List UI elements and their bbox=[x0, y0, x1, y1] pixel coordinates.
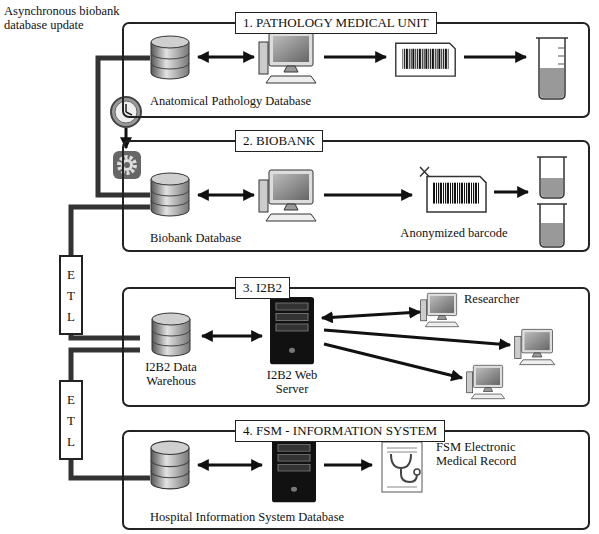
database-icon bbox=[151, 312, 191, 357]
data-flow-line bbox=[71, 350, 140, 380]
arrow bbox=[494, 191, 528, 194]
database-icon bbox=[150, 35, 190, 80]
node-label: Biobank Database bbox=[150, 231, 241, 245]
etl-box: E T L bbox=[59, 255, 83, 335]
etl-label: E T L bbox=[65, 389, 78, 452]
data-flow-line bbox=[98, 58, 150, 195]
computer-icon bbox=[421, 293, 459, 326]
clock-icon bbox=[111, 97, 141, 127]
arrow bbox=[324, 344, 462, 378]
node-label: Hospital Information System Database bbox=[150, 510, 344, 524]
gear-icon bbox=[113, 151, 141, 179]
database-icon bbox=[152, 313, 190, 356]
node-label: FSM Electronic Medical Record bbox=[436, 440, 528, 468]
server-icon: I2B2 Web Server bbox=[262, 296, 322, 396]
unit-panel: 4. FSM - INFORMATION SYSTEMHospital Info… bbox=[122, 430, 590, 530]
database-icon bbox=[151, 441, 189, 489]
beaker-icon bbox=[537, 157, 567, 198]
etl-label: E T L bbox=[65, 264, 78, 327]
data-flow-line bbox=[71, 460, 150, 478]
double-arrow bbox=[198, 194, 254, 197]
node-label: Anonymized barcode bbox=[400, 226, 507, 240]
panel-heading: 1. PATHOLOGY MEDICAL UNIT bbox=[235, 12, 437, 34]
barcode-icon bbox=[420, 167, 486, 212]
node-label: Anatomical Pathology Database bbox=[150, 94, 311, 108]
double-arrow bbox=[198, 56, 254, 59]
unit-panel: 2. BIOBANKBiobank DatabaseAnonymized bar… bbox=[122, 140, 590, 252]
database-icon: I2B2 Data Warehous bbox=[140, 312, 202, 388]
etl-box: E T L bbox=[59, 380, 83, 460]
arrow bbox=[324, 330, 510, 345]
record-icon: FSM Electronic Medical Record bbox=[378, 440, 528, 495]
arrow bbox=[464, 56, 526, 59]
computer-icon: Researcher bbox=[420, 292, 520, 328]
data-flow-line bbox=[71, 207, 150, 255]
server-icon bbox=[270, 297, 314, 364]
arrow bbox=[324, 56, 386, 59]
record-icon bbox=[378, 440, 428, 495]
double-arrow bbox=[322, 312, 420, 318]
panel-heading: 4. FSM - INFORMATION SYSTEM bbox=[235, 420, 445, 442]
database-icon bbox=[151, 36, 189, 79]
database-icon bbox=[150, 440, 190, 490]
database-icon: Biobank Database bbox=[150, 172, 241, 245]
panel-heading: 2. BIOBANK bbox=[235, 130, 323, 152]
beaker-icon bbox=[536, 38, 568, 99]
computer-icon bbox=[515, 329, 555, 364]
double-arrow bbox=[202, 335, 262, 338]
beaker-icon bbox=[537, 204, 567, 247]
node-label: Researcher bbox=[464, 292, 520, 306]
data-flow-line bbox=[71, 335, 140, 338]
computer-icon bbox=[467, 365, 505, 398]
database-icon bbox=[151, 173, 189, 216]
computer-icon bbox=[420, 292, 460, 328]
unit-panel: 1. PATHOLOGY MEDICAL UNITAnatomical Path… bbox=[122, 22, 590, 118]
server-icon bbox=[272, 439, 316, 503]
arrow bbox=[324, 464, 372, 467]
unit-panel: 3. I2B2I2B2 Data WarehousI2B2 Web Server… bbox=[122, 287, 590, 407]
double-arrow bbox=[198, 464, 262, 467]
record-icon bbox=[382, 442, 422, 492]
arrow bbox=[324, 194, 412, 197]
barcode-icon bbox=[419, 166, 489, 214]
computer-icon bbox=[259, 170, 316, 221]
arrow bbox=[125, 128, 128, 148]
panel-heading: 3. I2B2 bbox=[235, 277, 290, 299]
computer-icon bbox=[259, 32, 316, 83]
note-label: Asynchronous biobank database update bbox=[4, 4, 120, 32]
node-label: I2B2 Data Warehous bbox=[140, 360, 202, 388]
node-label: I2B2 Web Server bbox=[262, 368, 322, 396]
barcode-icon: Anonymized barcode bbox=[398, 166, 510, 240]
barcode-icon bbox=[396, 43, 455, 76]
database-icon bbox=[150, 172, 190, 217]
database-icon: Anatomical Pathology Database bbox=[150, 35, 311, 108]
database-icon: Hospital Information System Database bbox=[150, 440, 344, 524]
server-icon bbox=[266, 296, 318, 366]
